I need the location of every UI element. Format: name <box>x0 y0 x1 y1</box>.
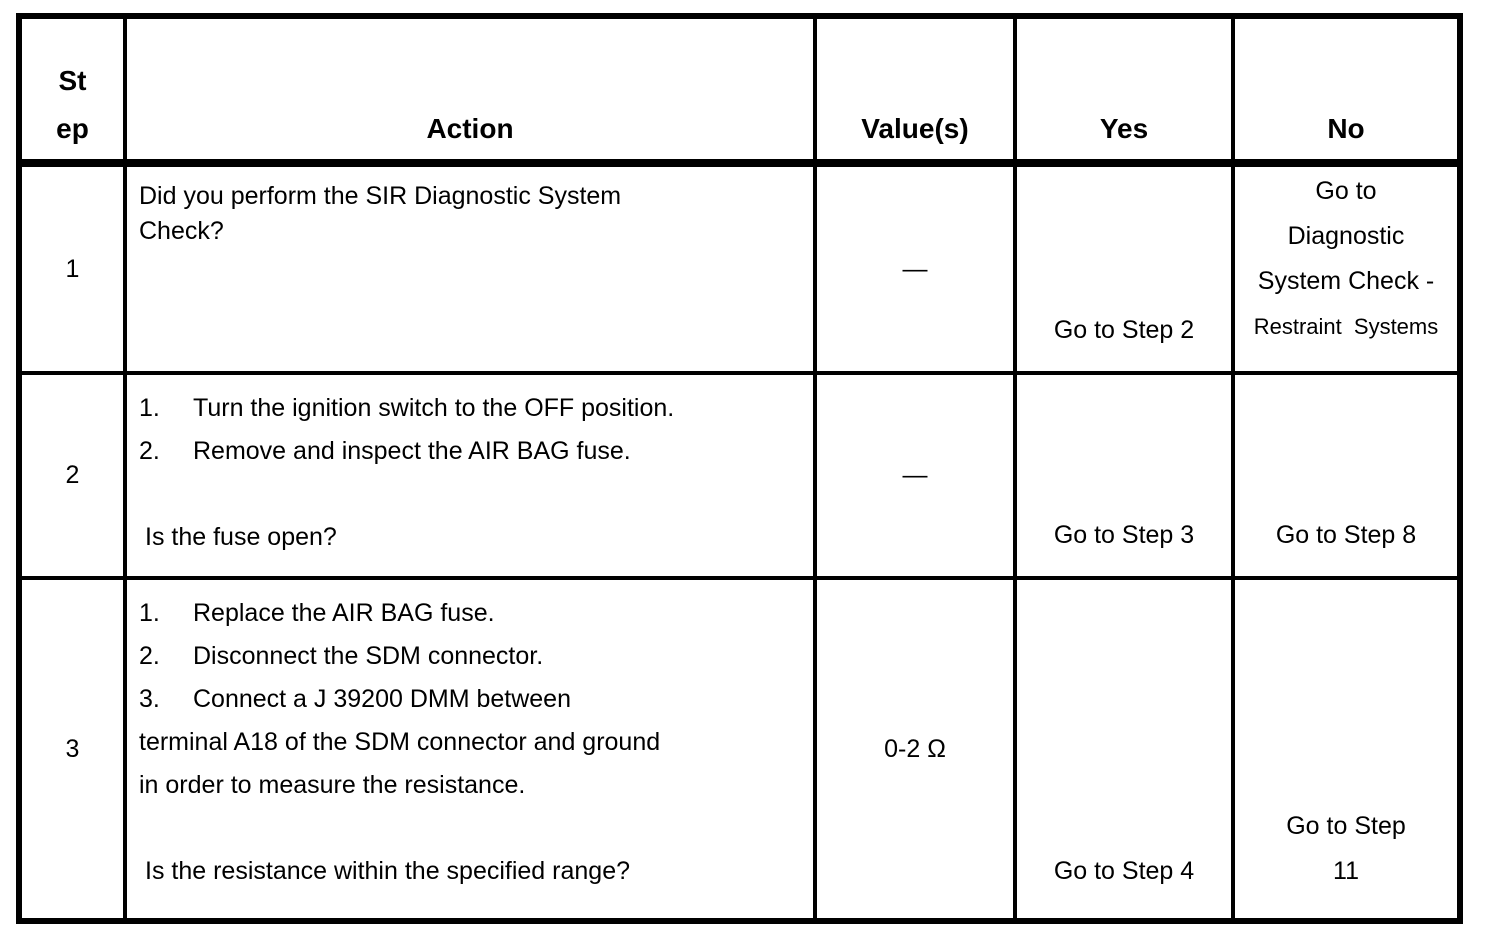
yes-cell: Go to Step 3 <box>1013 371 1235 580</box>
action-cell: 1. Turn the ignition switch to the OFF po… <box>123 371 817 580</box>
col-header-yes: Yes <box>1013 14 1235 167</box>
action-text: Remove and inspect the AIR BAG fuse. <box>193 437 631 465</box>
step-header-line1: St <box>58 65 87 96</box>
action-line: 1. Replace the AIR BAG fuse. <box>139 592 807 635</box>
action-line <box>139 473 807 516</box>
action-cell: 1. Replace the AIR BAG fuse. 2. Disconnect … <box>123 576 817 923</box>
table-row: 3 1. Replace the AIR BAG fuse. 2. Disconnect… <box>17 576 1462 923</box>
yes-line: Go to Step 4 <box>1053 857 1195 885</box>
col-header-action: Action <box>123 14 817 167</box>
value-cell: — <box>813 161 1017 375</box>
value-cell: — <box>813 371 1017 580</box>
action-cell: Did you perform the SIR Diagnostic Syste… <box>123 161 817 375</box>
step-cell: 2 <box>17 371 127 580</box>
list-number: 1. <box>139 394 160 422</box>
step-header-line2: ep <box>56 113 89 144</box>
action-text: Replace the AIR BAG fuse. <box>193 599 495 627</box>
list-number: 3. <box>139 685 160 713</box>
action-line: Is the resistance within the specified r… <box>145 857 630 885</box>
header-row: St ep Action Value(s) Yes No <box>17 14 1462 167</box>
diagnostic-table: St ep Action Value(s) Yes No 1 Did you pe… <box>16 13 1463 924</box>
no-line: Go to Step <box>1286 812 1406 840</box>
table-row: 1 Did you perform the SIR Diagnostic Syst… <box>17 161 1462 375</box>
yes-cell: Go to Step 2 <box>1013 161 1235 375</box>
action-text: Disconnect the SDM connector. <box>193 642 544 670</box>
action-line: Check? <box>139 217 224 245</box>
step-cell: 1 <box>17 161 127 375</box>
yes-cell: Go to Step 4 <box>1013 576 1235 923</box>
value-cell: 0-2 Ω <box>813 576 1017 923</box>
action-line: in order to measure the resistance. <box>139 771 526 799</box>
no-line: Diagnostic <box>1287 222 1405 250</box>
action-line: 3. Connect a J 39200 DMM between <box>139 678 807 721</box>
action-line: 2. Disconnect the SDM connector. <box>139 635 807 678</box>
list-number: 2. <box>139 642 160 670</box>
no-cell: Go to Step 11 <box>1231 576 1462 923</box>
action-line: 1. Turn the ignition switch to the OFF po… <box>139 387 807 430</box>
action-line: 2. Remove and inspect the AIR BAG fuse. <box>139 430 807 473</box>
step-cell: 3 <box>17 576 127 923</box>
action-text: Connect a J 39200 DMM between <box>193 685 571 713</box>
list-number: 2. <box>139 437 160 465</box>
table-body: 1 Did you perform the SIR Diagnostic Syst… <box>17 161 1462 923</box>
yes-line: Go to Step 3 <box>1053 521 1195 549</box>
no-line: Go to Step 8 <box>1275 521 1417 549</box>
action-line: Is the fuse open? <box>145 523 337 551</box>
action-line: terminal A18 of the SDM connector and gr… <box>139 728 661 756</box>
list-number: 1. <box>139 599 160 627</box>
action-text: Turn the ignition switch to the OFF posi… <box>193 394 675 422</box>
col-header-step: St ep <box>17 14 127 167</box>
yes-line: Go to Step 2 <box>1053 316 1195 344</box>
action-line <box>139 807 807 850</box>
action-line: Did you perform the SIR Diagnostic Syste… <box>139 182 622 210</box>
no-line: Restraint Systems <box>1253 314 1439 339</box>
no-line: 11 <box>1333 857 1359 885</box>
no-cell: Go to Step 8 <box>1231 371 1462 580</box>
col-header-no: No <box>1231 14 1462 167</box>
no-line: Go to <box>1315 177 1377 205</box>
no-line: System Check - <box>1257 267 1435 295</box>
table-row: 2 1. Turn the ignition switch to the OFF p… <box>17 371 1462 580</box>
col-header-values: Value(s) <box>813 14 1017 167</box>
